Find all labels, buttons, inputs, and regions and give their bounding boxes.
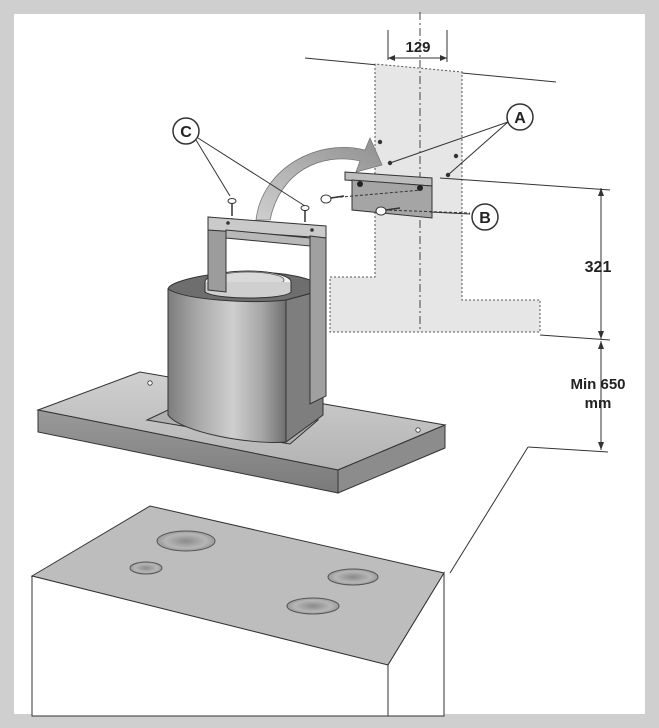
frame-screw-left [227, 198, 237, 232]
height-label: 321 [585, 259, 612, 276]
bracket-screw [320, 194, 345, 204]
burner-back-right [327, 568, 379, 586]
hob-burners [129, 530, 379, 615]
min-height-dimension: Min 650 mm [527, 341, 626, 453]
callout-b: B [429, 203, 499, 231]
burner-back-left [156, 530, 216, 552]
duct-outline-shadow [329, 63, 541, 333]
burner-front-right [286, 597, 340, 615]
width-label: 129 [405, 39, 430, 56]
burner-front-left [129, 561, 163, 575]
callout-a-label: A [514, 110, 526, 127]
callout-c: C [172, 117, 306, 207]
callout-c-label: C [180, 124, 192, 141]
callout-b-label: B [479, 210, 491, 227]
wall-base-line [449, 446, 529, 574]
width-dimension: 129 [387, 30, 448, 62]
height-dimension: 321 [439, 177, 612, 341]
bracket-screw-lower [375, 206, 401, 216]
chimney-frame [207, 216, 327, 405]
motor-housing [167, 270, 324, 443]
min-height-label-line1: Min 650 [570, 376, 625, 393]
min-height-label-line2: mm [585, 395, 612, 412]
callout-a: A [389, 103, 534, 176]
hob-counter [30, 505, 445, 717]
mounting-arrow [255, 136, 383, 221]
mounting-bracket [329, 171, 471, 219]
frame-screw-right [300, 205, 310, 238]
